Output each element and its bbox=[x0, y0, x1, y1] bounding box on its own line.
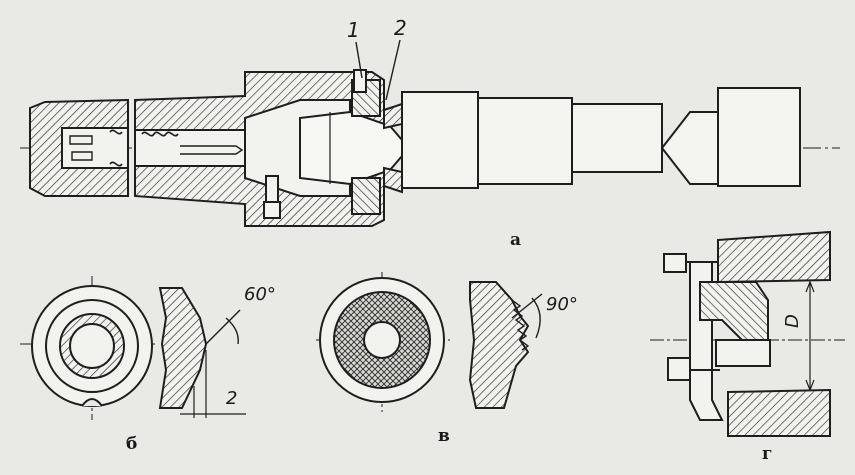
ring-lower bbox=[727, 388, 831, 437]
angle-60: 60° bbox=[244, 284, 276, 305]
figure-b bbox=[20, 276, 246, 420]
label-b: б bbox=[126, 434, 138, 454]
screw-head-bottom bbox=[263, 201, 281, 219]
angle-arc-b bbox=[225, 317, 239, 345]
leader-1 bbox=[355, 41, 363, 79]
workpiece-section-1 bbox=[401, 91, 479, 189]
workpiece-section-3 bbox=[571, 103, 663, 173]
callout-2: 2 bbox=[394, 16, 407, 40]
screw-top bbox=[353, 69, 367, 93]
leader-2 bbox=[385, 39, 401, 101]
angle-leg-v bbox=[511, 293, 543, 319]
ring-upper bbox=[717, 230, 831, 284]
spring-cavity-left bbox=[61, 127, 129, 169]
collet-end-notch bbox=[81, 398, 103, 407]
figure-v bbox=[316, 272, 543, 412]
callout-1: 1 bbox=[347, 18, 360, 42]
collet-end-bore bbox=[69, 323, 115, 369]
jaw-section-profile bbox=[468, 281, 530, 409]
label-a: а bbox=[510, 230, 522, 250]
clamp-pocket bbox=[715, 339, 771, 367]
jaw-end-bore bbox=[363, 321, 401, 359]
collet-section-profile bbox=[158, 287, 208, 409]
tailstock-quill bbox=[717, 87, 801, 187]
nut-lower bbox=[351, 177, 381, 215]
inner-bore bbox=[134, 129, 246, 167]
label-v: в bbox=[438, 426, 450, 446]
angle-arc-v bbox=[531, 297, 541, 339]
jaw-teeth bbox=[511, 299, 530, 351]
angle-leg-b bbox=[205, 309, 241, 345]
tailstock-center bbox=[660, 111, 719, 185]
dim-arrows-d bbox=[805, 280, 815, 392]
angle-90: 90° bbox=[546, 294, 578, 315]
bolt-upper-head bbox=[663, 253, 687, 273]
figure-a-assembly bbox=[20, 39, 840, 227]
plunger bbox=[69, 135, 93, 161]
diameter-d: D bbox=[781, 314, 803, 328]
bolt-lower-head bbox=[667, 357, 691, 381]
screw-bottom bbox=[265, 175, 279, 203]
pin bbox=[180, 145, 244, 155]
spring-coil-b bbox=[141, 131, 179, 137]
spring-coil-a bbox=[109, 129, 123, 167]
figure-g bbox=[650, 230, 845, 437]
collet-end-ring bbox=[45, 299, 139, 393]
workpiece-section-2 bbox=[477, 97, 573, 185]
label-g: г bbox=[762, 444, 773, 464]
gap-2: 2 bbox=[226, 388, 238, 409]
